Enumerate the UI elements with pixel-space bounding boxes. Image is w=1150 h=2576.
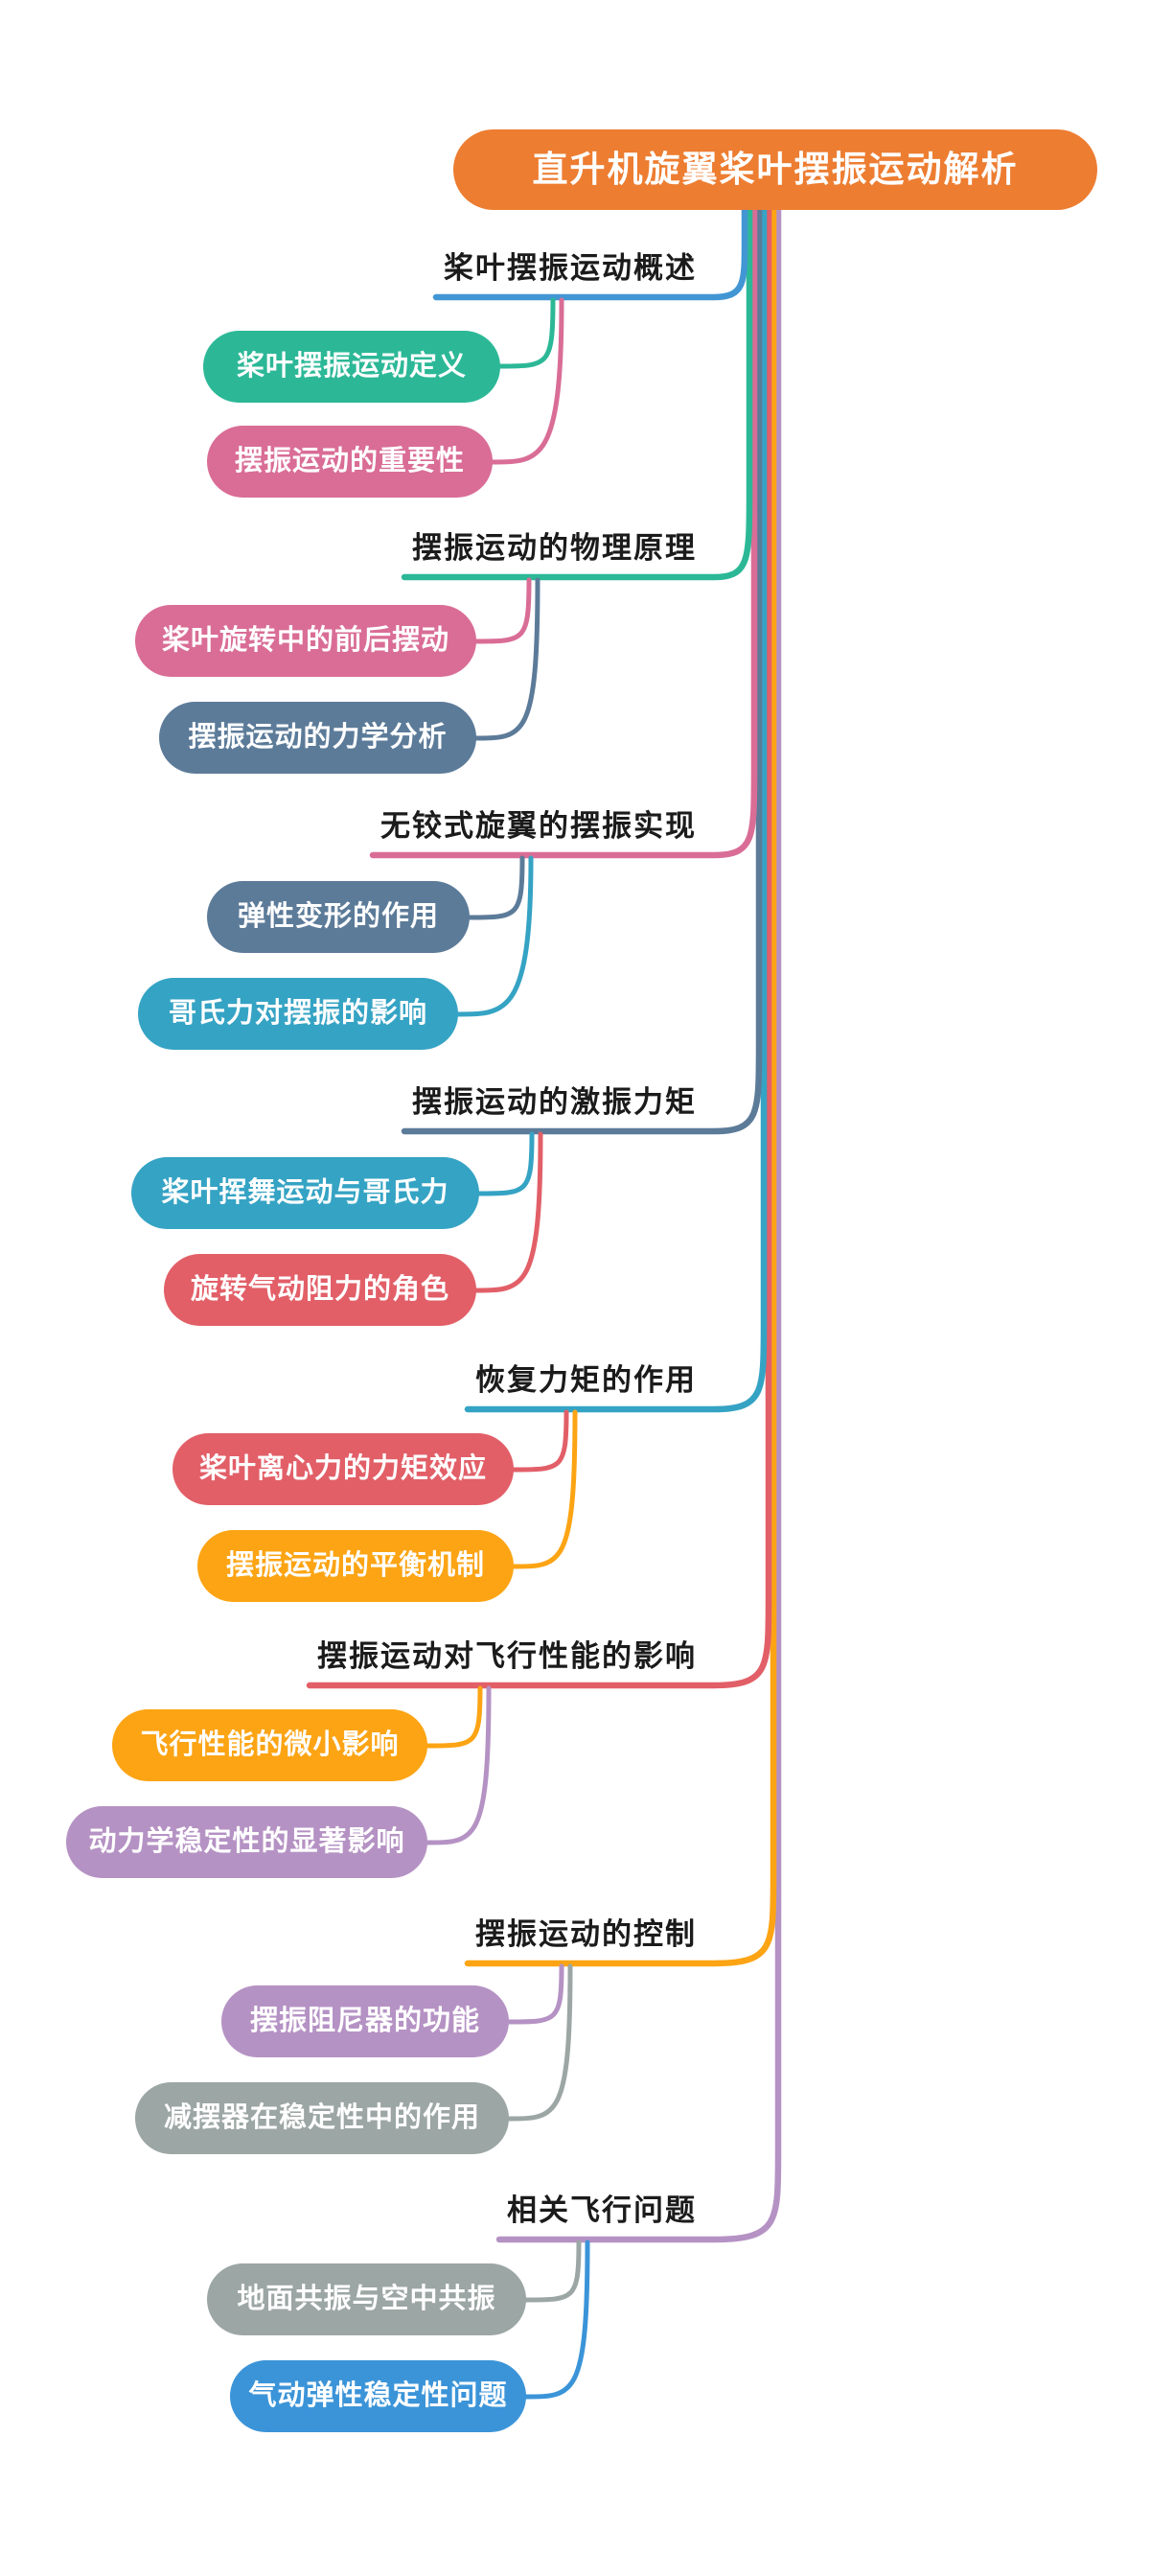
connector-5a <box>511 1409 569 1473</box>
connector-2b <box>473 577 540 741</box>
child-node-3b[interactable]: 哥氏力对摆振的影响 <box>138 978 458 1050</box>
connector-8a <box>523 2239 582 2303</box>
trunk-strand-1 <box>432 203 748 301</box>
connector-6b <box>425 1685 492 1845</box>
child-node-2a[interactable]: 桨叶旋转中的前后摆动 <box>135 605 476 677</box>
connector-3a <box>467 855 525 920</box>
connector-4b <box>473 1131 543 1293</box>
child-node-8a[interactable]: 地面共振与空中共振 <box>207 2263 526 2335</box>
branch-topic-5[interactable]: 恢复力矩的作用 <box>475 1363 697 1397</box>
connector-8b <box>523 2239 590 2400</box>
connector-3b <box>455 855 534 1017</box>
child-node-1b[interactable]: 摆振运动的重要性 <box>207 426 493 498</box>
connector-6a <box>425 1685 483 1749</box>
child-node-4a[interactable]: 桨叶挥舞运动与哥氏力 <box>131 1157 479 1229</box>
connector-4a <box>476 1131 535 1196</box>
connector-2a <box>473 577 532 644</box>
connector-5b <box>511 1409 578 1569</box>
child-node-3a[interactable]: 弹性变形的作用 <box>207 881 470 953</box>
child-node-5a[interactable]: 桨叶离心力的力矩效应 <box>172 1433 514 1505</box>
trunk-strand-5 <box>464 203 768 1413</box>
trunk-strand-4 <box>401 203 763 1135</box>
child-node-7b[interactable]: 减摆器在稳定性中的作用 <box>135 2082 509 2154</box>
connector-7b <box>506 1963 573 2122</box>
branch-topic-8[interactable]: 相关飞行问题 <box>507 2193 697 2227</box>
child-node-5b[interactable]: 摆振运动的平衡机制 <box>197 1530 514 1602</box>
child-node-4b[interactable]: 旋转气动阻力的角色 <box>164 1254 476 1326</box>
connector-7a <box>506 1963 564 2025</box>
branch-topic-1[interactable]: 桨叶摆振运动概述 <box>444 251 697 285</box>
child-node-8b[interactable]: 气动弹性稳定性问题 <box>230 2360 526 2432</box>
connector-1a <box>497 297 556 369</box>
branch-topic-3[interactable]: 无铰式旋翼的摆振实现 <box>380 809 697 843</box>
branch-topic-6[interactable]: 摆振运动对飞行性能的影响 <box>317 1639 697 1673</box>
connector-1b <box>490 297 564 465</box>
child-node-6b[interactable]: 动力学稳定性的显著影响 <box>66 1806 427 1878</box>
branch-topic-7[interactable]: 摆振运动的控制 <box>475 1917 697 1951</box>
child-node-7a[interactable]: 摆振阻尼器的功能 <box>221 1985 509 2057</box>
branch-topic-4[interactable]: 摆振运动的激振力矩 <box>412 1085 697 1119</box>
trunk-strand-6 <box>306 203 772 1689</box>
child-node-6a[interactable]: 飞行性能的微小影响 <box>112 1709 427 1781</box>
trunk-strand-3 <box>369 203 758 859</box>
branch-topic-2[interactable]: 摆振运动的物理原理 <box>412 531 697 565</box>
trunk-strand-8 <box>495 203 782 2243</box>
root-topic[interactable]: 直升机旋翼桨叶摆振运动解析 <box>453 129 1097 210</box>
child-node-1a[interactable]: 桨叶摆振运动定义 <box>203 331 500 403</box>
child-node-2b[interactable]: 摆振运动的力学分析 <box>159 702 476 774</box>
trunk-strand-2 <box>401 203 753 581</box>
trunk-strand-7 <box>464 203 777 1967</box>
